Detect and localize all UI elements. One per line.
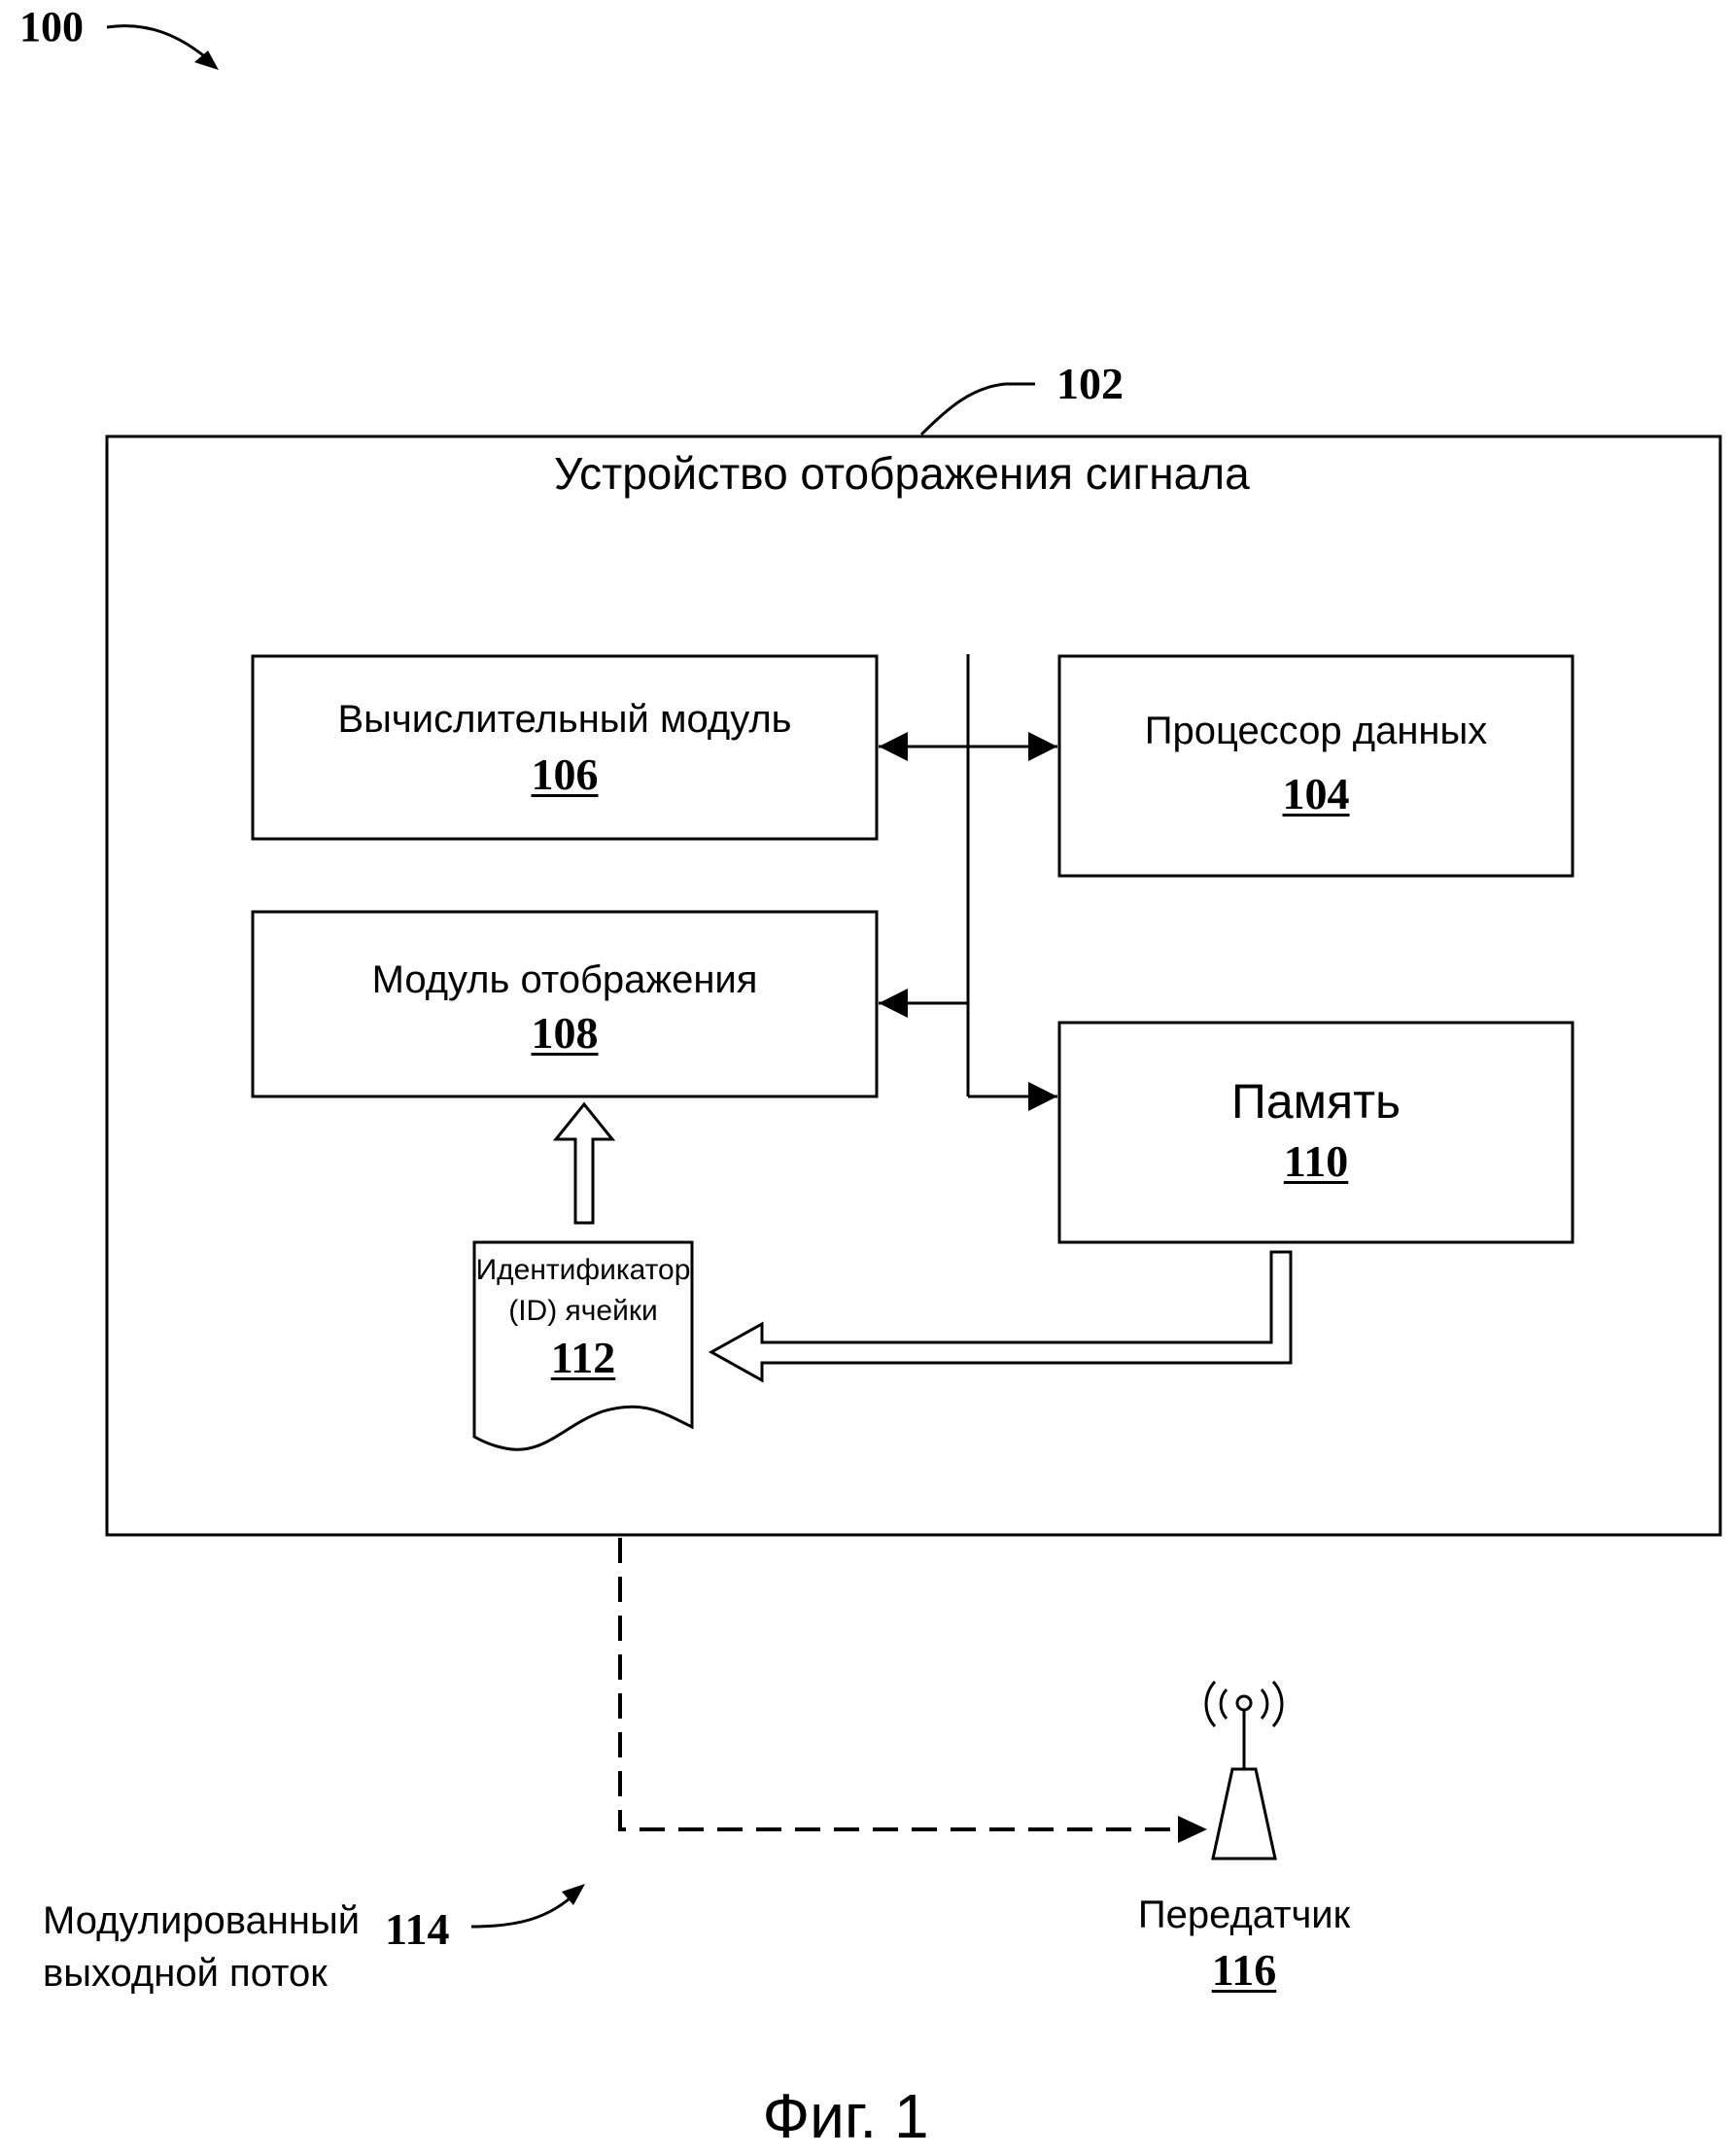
memory-box <box>1057 1021 1574 1244</box>
memory-to-cell-id-arrow <box>708 1250 1293 1383</box>
compute-module-ref: 106 <box>531 749 599 799</box>
cell-id-label-line1: Идентификатор <box>475 1254 691 1286</box>
cell-id-label-line2: (ID) ячейки <box>508 1295 658 1327</box>
memory-label: Память <box>1230 1074 1401 1129</box>
figure-ref-label: 100 <box>19 3 84 51</box>
output-stream-label-line2: выходной поток <box>43 1952 328 1995</box>
device-ref-leader <box>919 382 1035 436</box>
cell-id-ref: 112 <box>550 1333 616 1382</box>
output-stream-ref-arrowhead <box>562 1884 585 1905</box>
cell-id-document <box>472 1240 694 1451</box>
figure-caption: Фиг. 1 <box>762 2081 929 2151</box>
mapping-module-label: Модуль отображения <box>371 958 758 1001</box>
memory-ref: 110 <box>1283 1136 1349 1186</box>
figure-ref-leader <box>106 24 215 66</box>
device-box <box>105 435 1722 1537</box>
output-stream-line <box>618 1538 1201 1831</box>
output-stream-ref: 114 <box>385 1904 450 1954</box>
device-ref-label: 102 <box>1056 359 1124 408</box>
cell-id-to-mapping-arrow <box>552 1101 616 1225</box>
data-processor-box <box>1057 654 1574 878</box>
mapping-module-ref: 108 <box>531 1008 599 1058</box>
mapping-module-box <box>251 910 879 1098</box>
transmitter-label: Передатчик <box>1137 1894 1351 1936</box>
figure-ref-arrowhead <box>194 51 219 70</box>
data-processor-ref: 104 <box>1282 769 1350 818</box>
output-stream-arrowhead <box>1178 1816 1207 1843</box>
data-processor-label: Процессор данных <box>1144 710 1488 752</box>
device-title: Устройство отображения сигнала <box>554 448 1250 499</box>
output-stream-label-line1: Модулированный <box>43 1899 361 1942</box>
transmitter-ref: 116 <box>1211 1945 1277 1995</box>
compute-module-label: Вычислительный модуль <box>337 698 792 741</box>
output-stream-ref-leader <box>470 1889 580 1929</box>
transmitter-icon <box>1204 1680 1284 1860</box>
compute-module-box <box>251 654 879 841</box>
